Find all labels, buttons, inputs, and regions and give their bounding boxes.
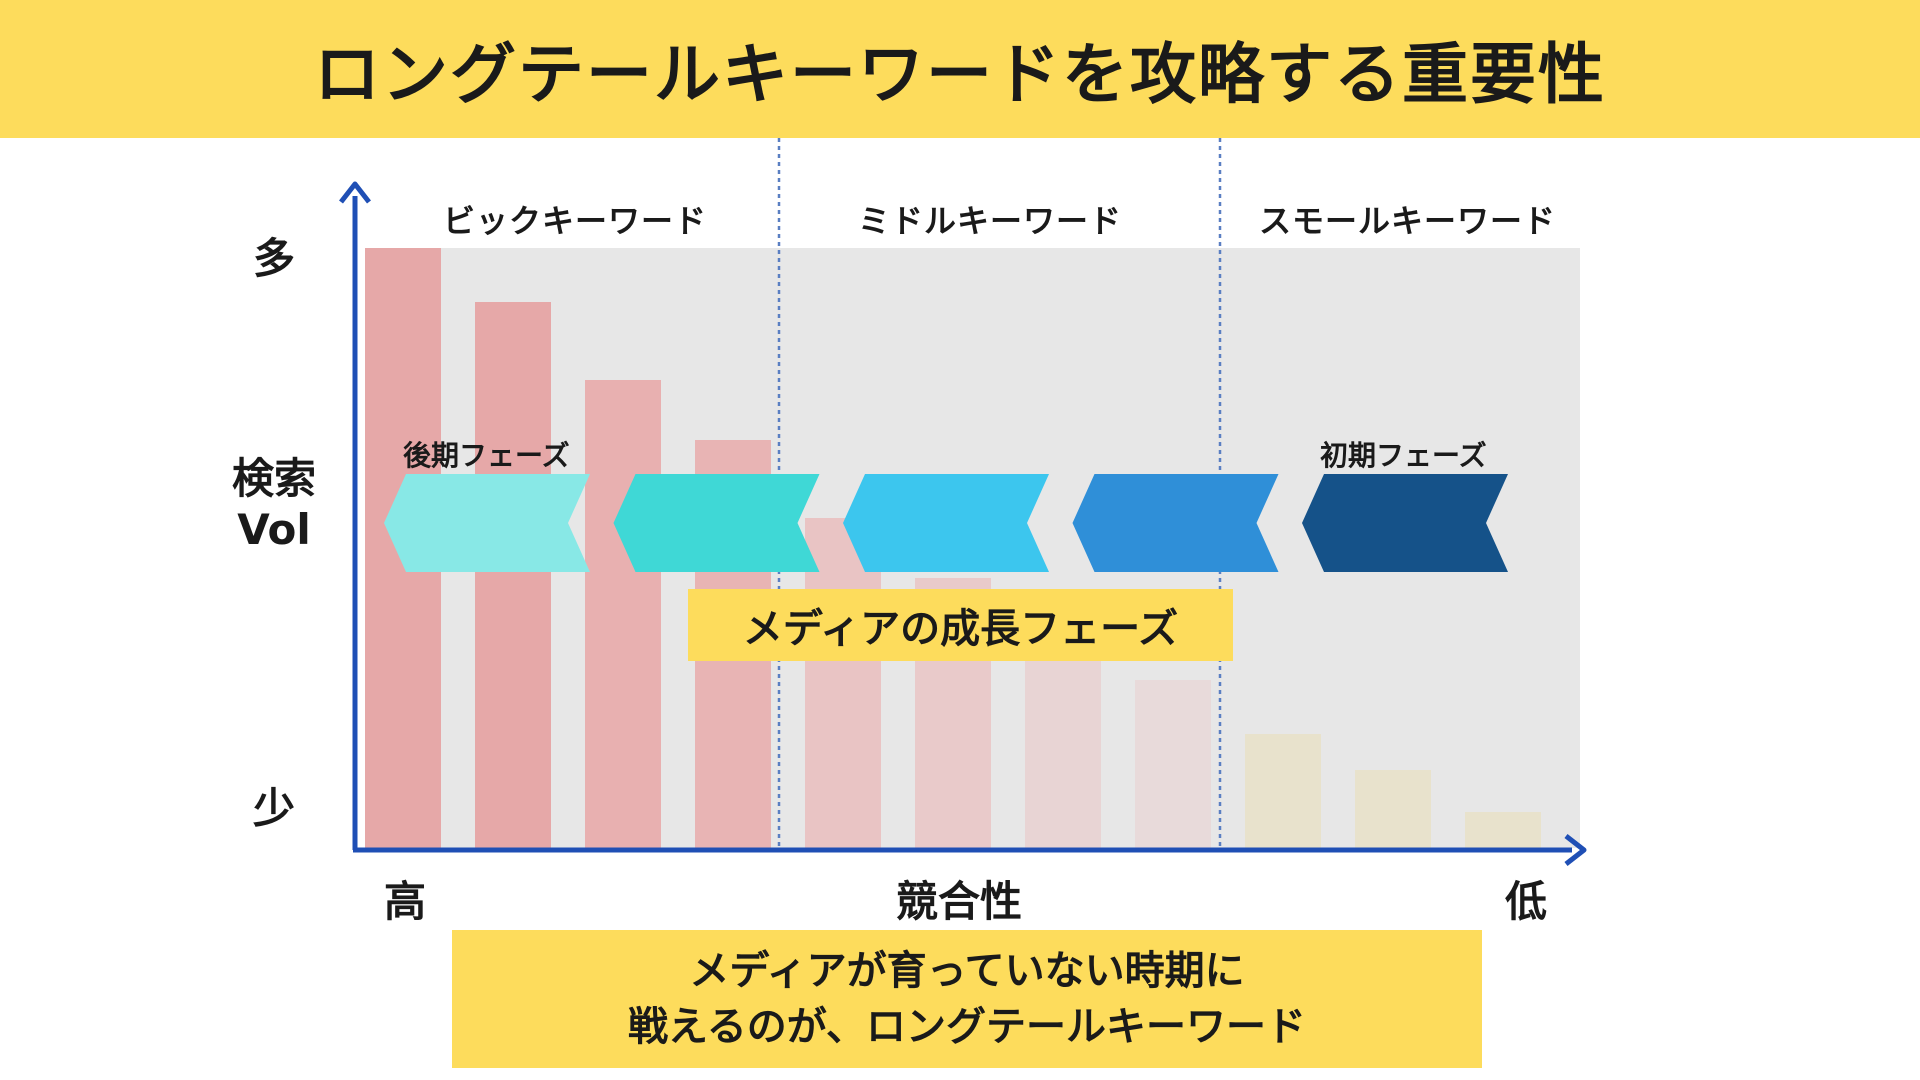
bar-group bbox=[365, 248, 1541, 848]
phase-arrow-1 bbox=[384, 474, 590, 572]
bar-2 bbox=[475, 302, 551, 848]
y-axis-title-line1: 検索 bbox=[231, 454, 316, 503]
growth-phase-label: メディアの成長フェーズ bbox=[742, 606, 1179, 652]
summary-line-2: 戦えるのが、ロングテールキーワード bbox=[628, 1004, 1306, 1050]
late-phase-label: 後期フェーズ bbox=[403, 439, 570, 472]
bar-11 bbox=[1465, 812, 1541, 848]
phase-arrow-4 bbox=[1072, 474, 1279, 572]
x-axis-high-label: 高 bbox=[384, 877, 427, 926]
early-phase-label: 初期フェーズ bbox=[1320, 439, 1487, 472]
bar-8 bbox=[1135, 680, 1211, 848]
y-axis-low-label: 少 bbox=[252, 784, 295, 833]
bar-5 bbox=[805, 518, 881, 848]
growth-phase-box: メディアの成長フェーズ bbox=[688, 589, 1233, 661]
summary-box: メディアが育っていない時期に 戦えるのが、ロングテールキーワード bbox=[452, 930, 1482, 1068]
y-axis-arrowhead bbox=[339, 181, 371, 204]
phase-arrow-5 bbox=[1302, 474, 1508, 572]
bar-3 bbox=[585, 380, 661, 848]
y-axis-title-line2: Vol bbox=[237, 505, 311, 554]
segment-label-middle: ミドルキーワード bbox=[857, 202, 1122, 240]
title-bar: ロングテールキーワードを攻略する重要性 bbox=[0, 0, 1920, 138]
summary-line-1: メディアが育っていない時期に bbox=[689, 948, 1245, 994]
y-axis-high-label: 多 bbox=[252, 234, 295, 283]
page-title: ロングテールキーワードを攻略する重要性 bbox=[314, 36, 1606, 113]
x-axis-low-label: 低 bbox=[1505, 877, 1548, 926]
segment-label-small: スモールキーワード bbox=[1258, 202, 1556, 240]
bar-10 bbox=[1355, 770, 1431, 848]
bar-9 bbox=[1245, 734, 1321, 848]
phase-arrow-3 bbox=[843, 474, 1049, 572]
segment-label-big: ビックキーワード bbox=[442, 202, 707, 240]
phase-arrows bbox=[384, 474, 1508, 572]
x-axis-arrowhead bbox=[1564, 834, 1587, 866]
x-axis-title: 競合性 bbox=[896, 877, 1023, 926]
bar-7 bbox=[1025, 644, 1101, 848]
phase-arrow-2 bbox=[613, 474, 820, 572]
